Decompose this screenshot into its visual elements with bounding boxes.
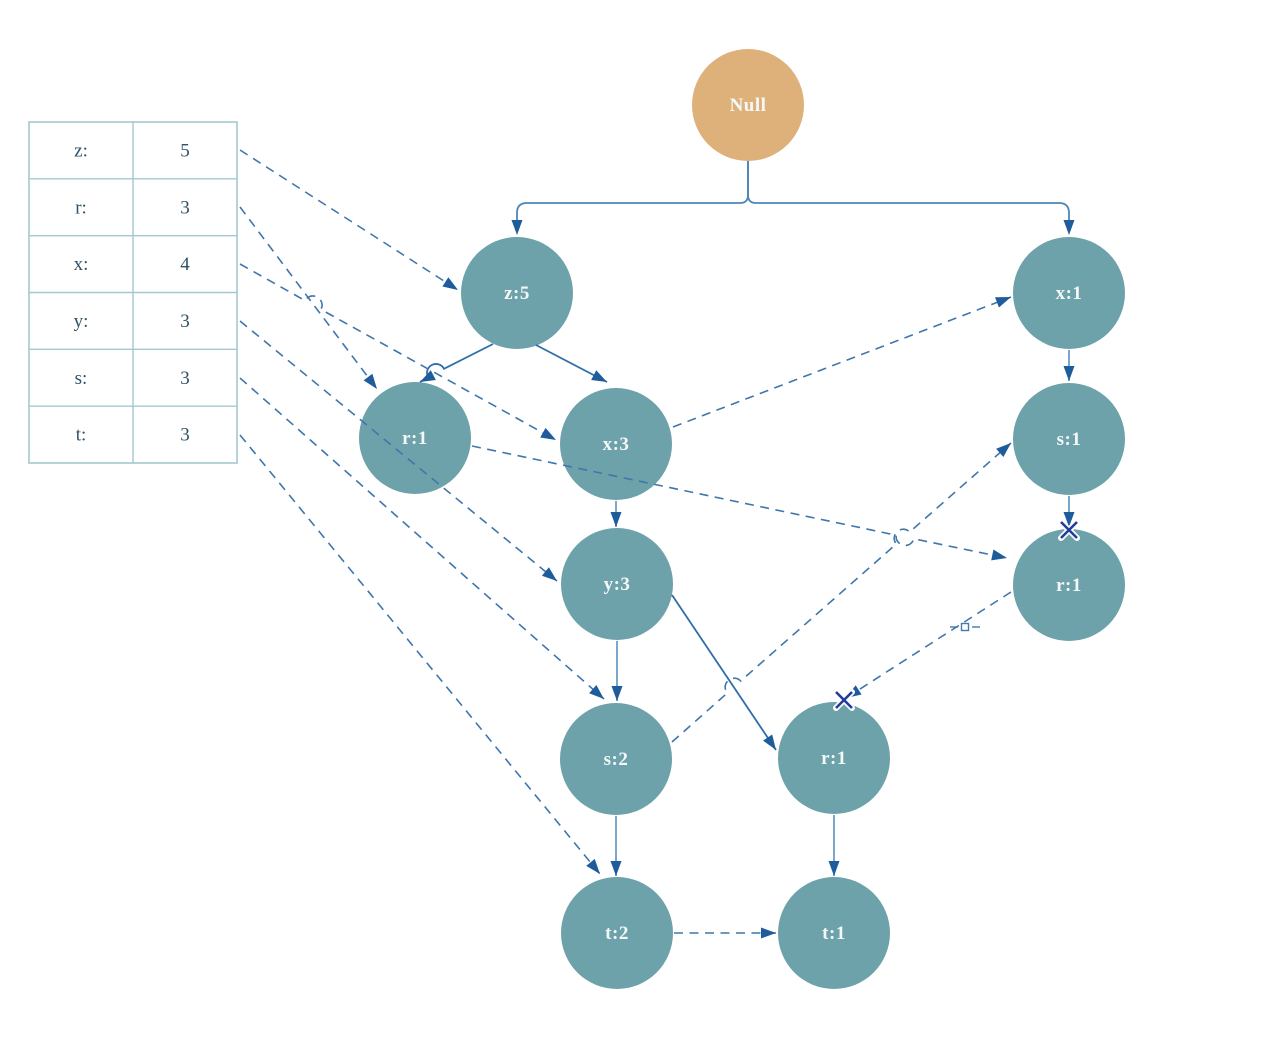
edge-table-x-to-x3[interactable] [239, 263, 557, 441]
node-label-r1b: r:1 [1056, 575, 1082, 596]
frequency-table: z: 5 r: 3 x: 4 y: 3 s: 3 t: 3 [28, 121, 238, 464]
node-s2[interactable] [560, 703, 672, 815]
x-marker [833, 689, 855, 711]
arrowhead [991, 549, 1007, 561]
edge-r1b-to-r1c[interactable] [845, 591, 1012, 699]
table-value-x: 4 [180, 254, 190, 275]
edge-table-s-to-s2[interactable] [239, 377, 605, 700]
edges-layer [239, 149, 1070, 934]
edge-y3-to-r1c[interactable] [671, 594, 777, 751]
arrowhead [540, 427, 556, 440]
arrowhead [996, 443, 1011, 458]
arrowhead [541, 567, 557, 581]
arrowhead [611, 686, 623, 701]
nodes-layer [359, 49, 1125, 989]
arrowhead [589, 684, 604, 699]
node-label-s2: s:2 [604, 749, 629, 770]
edge-x3-to-x1[interactable] [672, 296, 1012, 428]
edge-r1a-to-r1b[interactable] [471, 445, 1008, 559]
arrowhead [1063, 512, 1075, 527]
node-y3[interactable] [561, 528, 673, 640]
node-s1[interactable] [1013, 383, 1125, 495]
node-r1c[interactable] [778, 702, 890, 814]
edge-handle[interactable] [950, 622, 980, 632]
arrowhead [1063, 366, 1075, 381]
node-t1[interactable] [778, 877, 890, 989]
arrowhead [828, 861, 840, 876]
node-label-x1: x:1 [1056, 283, 1083, 304]
node-label-s1: s:1 [1057, 429, 1082, 450]
arrowhead [610, 861, 622, 876]
arrowhead [511, 220, 523, 235]
node-r1b[interactable] [1013, 529, 1125, 641]
arrowhead [591, 370, 607, 382]
table-value-t: 3 [180, 425, 190, 446]
node-null[interactable] [692, 49, 804, 161]
arrowhead [420, 370, 436, 382]
table-value-s: 3 [180, 368, 190, 389]
table-key-r: r: [75, 197, 87, 218]
x-marker [1058, 519, 1080, 541]
node-label-r1c: r:1 [821, 748, 847, 769]
markers-layer [363, 220, 1080, 939]
node-x3[interactable] [560, 388, 672, 500]
table-key-t: t: [76, 425, 87, 446]
node-label-x3: x:3 [603, 434, 630, 455]
table-key-z: z: [74, 140, 88, 161]
node-x1[interactable] [1013, 237, 1125, 349]
table-value-y: 3 [180, 311, 190, 332]
arrowhead [442, 277, 458, 290]
edge-table-t-to-t2[interactable] [239, 434, 601, 875]
node-label-r1a: r:1 [402, 428, 428, 449]
table-key-s: s: [75, 368, 88, 389]
node-label-null: Null [730, 95, 767, 116]
table-value-r: 3 [180, 197, 190, 218]
node-z5[interactable] [461, 237, 573, 349]
table-key-x: x: [74, 254, 89, 275]
labels-layer: Null z:5 x:1 r:1 x:3 s:1 y:3 r:1 s:2 r:1 t:2 t:1 [402, 95, 1082, 944]
node-label-t1: t:1 [822, 923, 846, 944]
arrowhead [761, 927, 776, 939]
edge-s2-to-s1[interactable] [671, 442, 1012, 743]
edge-table-z-to-z5[interactable] [239, 149, 459, 291]
arrowhead [586, 858, 600, 874]
node-r1a[interactable] [359, 382, 471, 494]
edge-null-to-x1[interactable] [747, 161, 1070, 224]
arrowhead [763, 734, 776, 750]
node-t2[interactable] [561, 877, 673, 989]
table-key-y: y: [74, 311, 89, 332]
node-label-z5: z:5 [504, 283, 530, 304]
edge-null-to-z5[interactable] [516, 161, 749, 224]
arrowhead [1063, 220, 1075, 235]
node-label-t2: t:2 [605, 923, 629, 944]
edge-table-y-to-y3[interactable] [239, 320, 558, 582]
table-value-z: 5 [180, 140, 190, 161]
node-label-y3: y:3 [604, 574, 631, 595]
arrowhead [363, 373, 377, 389]
arrowhead [610, 512, 622, 527]
arrowhead [995, 297, 1011, 308]
